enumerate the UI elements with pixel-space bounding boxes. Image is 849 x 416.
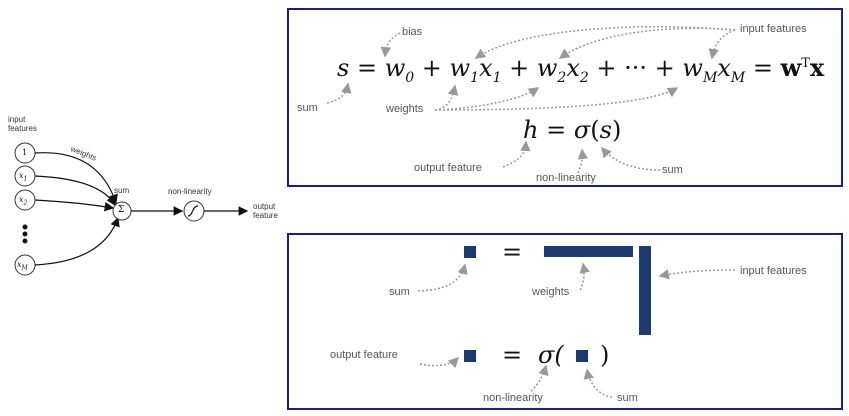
- input-node-1-label: 1: [22, 148, 28, 157]
- sigma-open: σ(: [538, 341, 564, 369]
- sigma-close: ): [600, 341, 610, 369]
- ellipsis-dot: [22, 231, 28, 237]
- eq-sum-label: sum: [297, 102, 318, 114]
- equation-panel: [287, 8, 843, 187]
- mat-output-feature-label: output feature: [330, 349, 398, 361]
- matrix-equals-2: =: [502, 341, 523, 369]
- edge-1: [34, 152, 118, 205]
- input-node-x1-label: x1: [19, 171, 28, 183]
- input-node-xM-label: xM: [17, 260, 28, 272]
- mat-input-features-label: input features: [740, 265, 807, 277]
- output-equation: h = σ(s): [523, 116, 622, 144]
- mat-sum2-label: sum: [617, 392, 638, 404]
- sum-symbol: Σ: [118, 205, 125, 215]
- edge-xM: [34, 216, 120, 266]
- eq-output-feature-label: output feature: [414, 162, 482, 174]
- eq-bias-label: bias: [402, 26, 423, 38]
- ellipsis-dot: [22, 224, 28, 230]
- edge-x2: [34, 199, 115, 212]
- sigmoid-curve: [187, 205, 199, 217]
- sum-block: [464, 246, 476, 258]
- ellipsis-dot: [22, 238, 28, 244]
- input-features-column-vector: [639, 246, 651, 335]
- eq-sum2-label: sum: [662, 164, 683, 176]
- mat-weights-label: weights: [532, 286, 570, 298]
- sum-block-2: [576, 350, 588, 362]
- eq-nonlinearity-label: non-linearity: [536, 172, 596, 184]
- edge-x1: [34, 175, 116, 207]
- matrix-equals-1: =: [502, 238, 523, 266]
- eq-input-features-label: input features: [740, 23, 807, 35]
- output-feature-block: [464, 350, 476, 362]
- weights-row-vector: [544, 246, 633, 257]
- sum-label: sum: [114, 186, 130, 195]
- eq-weights-label: weights: [386, 103, 424, 115]
- mat-sum-label: sum: [389, 286, 410, 298]
- input-node-x2-label: x2: [19, 195, 28, 207]
- matrix-panel: [287, 233, 843, 410]
- mat-nonlinearity-label: non-linearity: [483, 392, 543, 404]
- input-features-label: input features: [8, 115, 37, 134]
- sum-equation: s = w0 + w1x1 + w2x2 + ··· + wMxM = wTx: [337, 53, 825, 86]
- output-feature-label: output feature: [253, 202, 278, 221]
- nonlinearity-label: non-linearity: [168, 187, 212, 196]
